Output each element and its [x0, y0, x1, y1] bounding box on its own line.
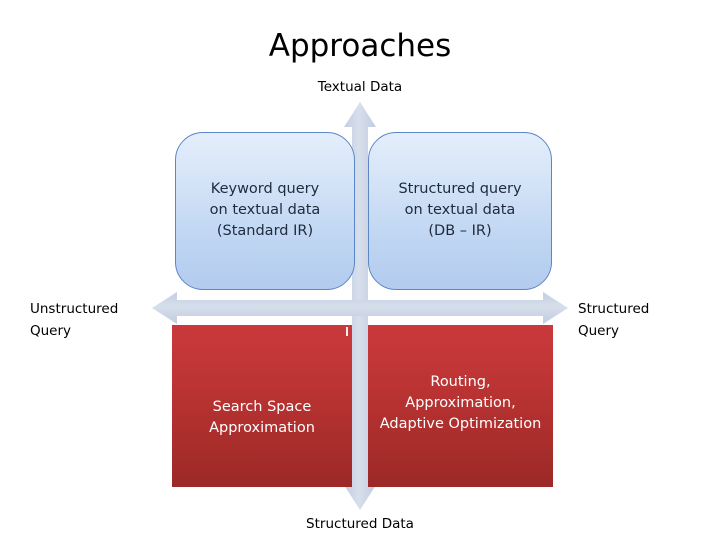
- page-title: Approaches: [268, 28, 452, 64]
- quadrant-search-space-approximation[interactable]: Search Space Approximation: [172, 325, 352, 487]
- quadrant-routing-approximation-label: Routing, Approximation, Adaptive Optimiz…: [379, 373, 542, 432]
- axis-label-bottom: Structured Data: [306, 516, 414, 532]
- quadrant-keyword-textual-label: Keyword query on textual data (Standard …: [209, 180, 321, 239]
- quadrant-routing-approximation[interactable]: Routing, Approximation, Adaptive Optimiz…: [368, 325, 553, 487]
- axis-label-left: Unstructured Query: [30, 301, 119, 339]
- axis-label-top: Textual Data: [317, 79, 403, 95]
- horizontal-double-arrow-icon: [152, 292, 568, 324]
- tick-artifact: [346, 327, 348, 336]
- quadrant-structured-textual[interactable]: Structured query on textual data (DB – I…: [368, 132, 552, 290]
- quadrant-keyword-textual[interactable]: Keyword query on textual data (Standard …: [175, 132, 355, 290]
- axis-label-right: Structured Query: [578, 301, 650, 339]
- quadrant-search-space-approximation-label: Search Space Approximation: [209, 399, 315, 436]
- quadrant-structured-textual-label: Structured query on textual data (DB – I…: [398, 180, 522, 239]
